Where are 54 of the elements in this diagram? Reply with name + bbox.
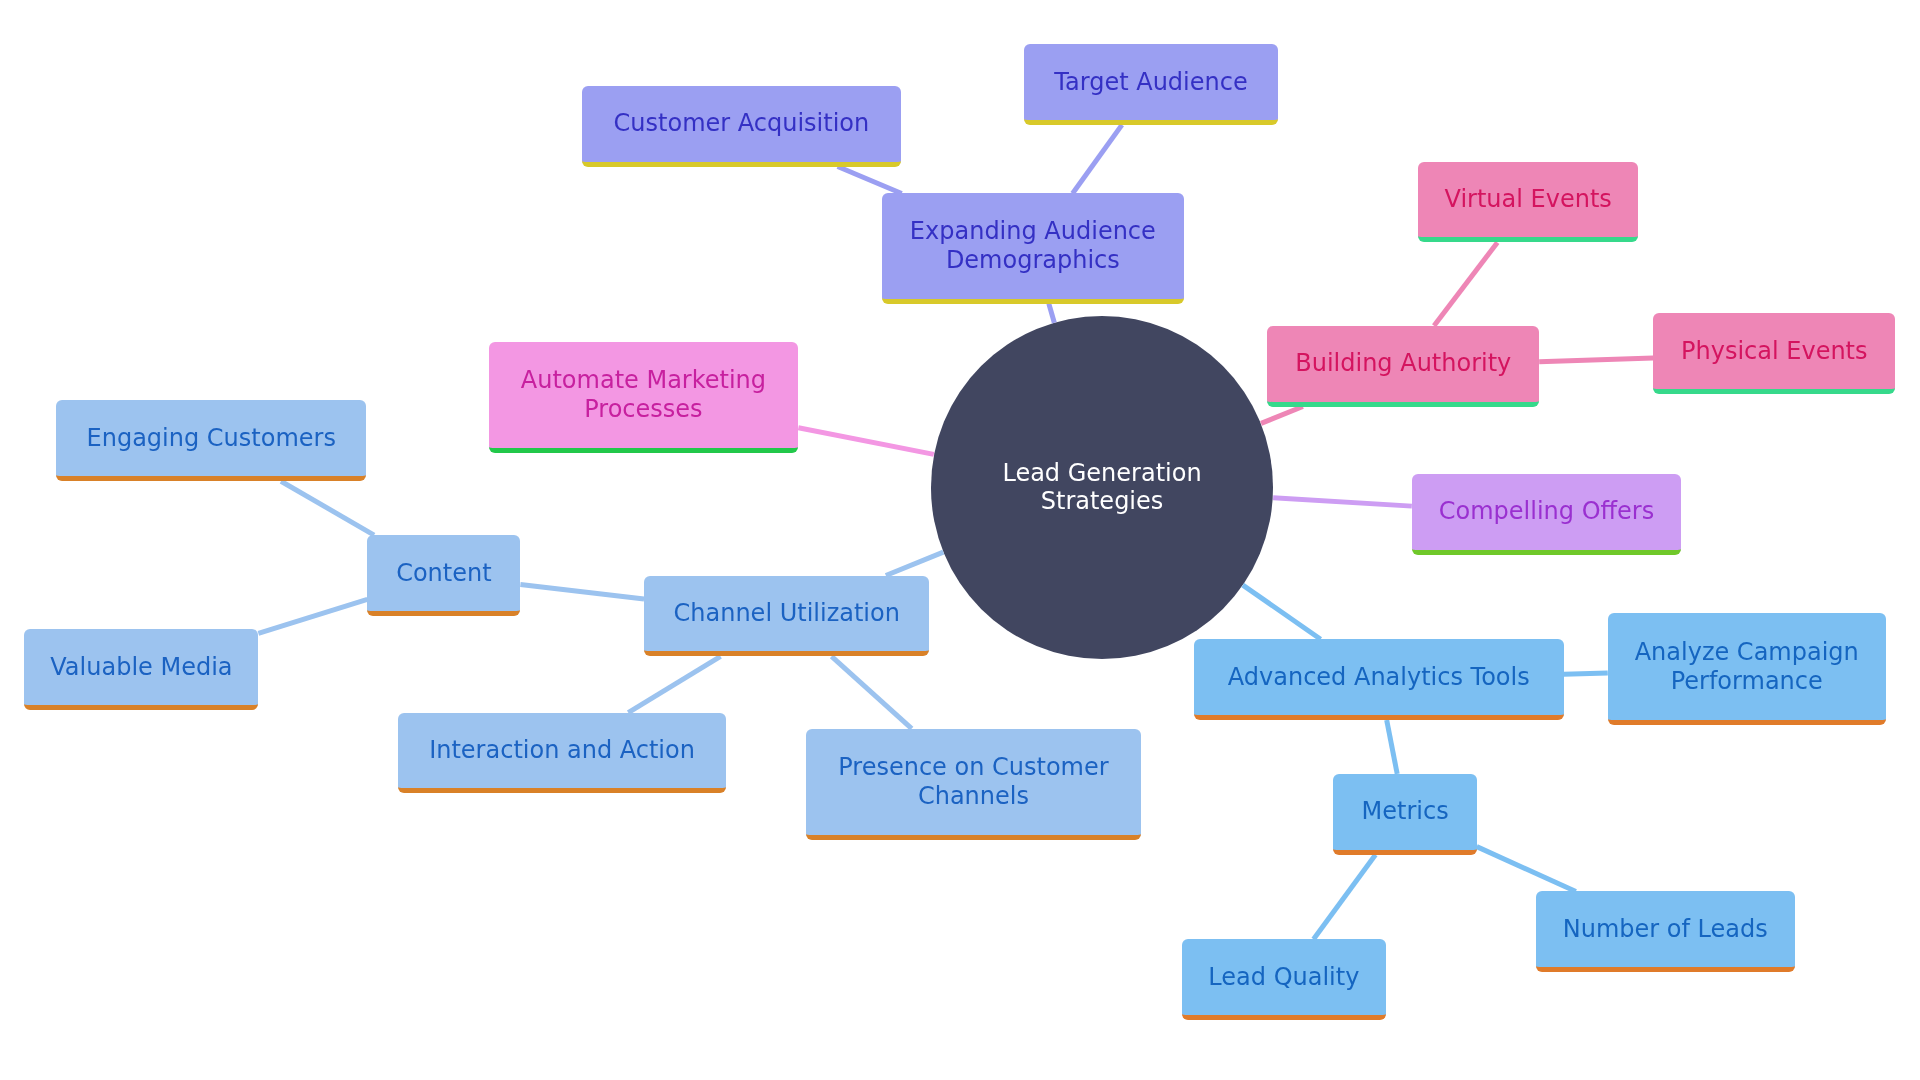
- node-label: Building Authority: [1295, 349, 1512, 378]
- topic-box: [1607, 613, 1886, 725]
- node-label: Lead Quality: [1208, 962, 1360, 992]
- connector-line: [1563, 670, 1608, 677]
- connector-line: [1070, 123, 1124, 195]
- node-label: Automate Marketing Processes: [519, 366, 768, 424]
- connector-line: [1539, 355, 1654, 365]
- topic-box: [644, 575, 930, 657]
- node-label: Number of Leads: [1562, 914, 1768, 944]
- node-label: Expanding Audience Demographics: [908, 217, 1157, 275]
- connector-line: [279, 479, 376, 538]
- topic-box: [1181, 939, 1387, 1020]
- connector-line: [1311, 853, 1378, 941]
- connector-line: [257, 597, 369, 636]
- topic-box: [1535, 891, 1796, 973]
- topic-box: [1411, 473, 1682, 555]
- node-label: Valuable Media: [50, 652, 233, 682]
- topic-box: [488, 341, 799, 454]
- node-label: Interaction and Action: [429, 736, 695, 765]
- connector-line: [1432, 240, 1500, 328]
- topic-box: [397, 712, 727, 794]
- node-label: Virtual Events: [1444, 185, 1612, 214]
- connector-line: [884, 549, 945, 578]
- node-label: Compelling Offers: [1438, 497, 1655, 527]
- node-label: Analyze Campaign Performance: [1633, 637, 1860, 696]
- connector-line: [1273, 495, 1412, 509]
- node-label: Metrics: [1361, 797, 1449, 827]
- node-label: Customer Acquisition: [613, 109, 870, 138]
- node-label: Presence on Customer Channels: [837, 752, 1110, 811]
- node-label: Advanced Analytics Tools: [1227, 662, 1530, 692]
- topic-box: [1653, 313, 1896, 395]
- node-label: Content: [396, 558, 492, 588]
- connector-line: [829, 654, 914, 731]
- topic-box: [1417, 161, 1639, 243]
- topic-box: [1267, 325, 1540, 407]
- node-label: Physical Events: [1681, 336, 1868, 366]
- connector-line: [520, 582, 645, 602]
- connector-line: [1384, 719, 1400, 775]
- node-label: Target Audience: [1054, 67, 1248, 97]
- topic-box: [581, 85, 902, 167]
- topic-box: [1193, 639, 1564, 720]
- topic-box: [805, 728, 1142, 840]
- connector-line: [797, 425, 935, 457]
- node-label: Engaging Customers: [86, 423, 336, 453]
- topic-box: [1023, 44, 1279, 125]
- topic-box: [367, 535, 521, 616]
- node-label: Channel Utilization: [673, 599, 900, 628]
- topic-box: [881, 193, 1185, 304]
- connector-line: [1046, 302, 1057, 324]
- node-label: Lead Generation Strategies: [1001, 458, 1203, 517]
- topic-box: [56, 400, 367, 482]
- topic-box: [1333, 773, 1477, 855]
- connector-line: [626, 654, 722, 715]
- topic-box: [24, 629, 259, 711]
